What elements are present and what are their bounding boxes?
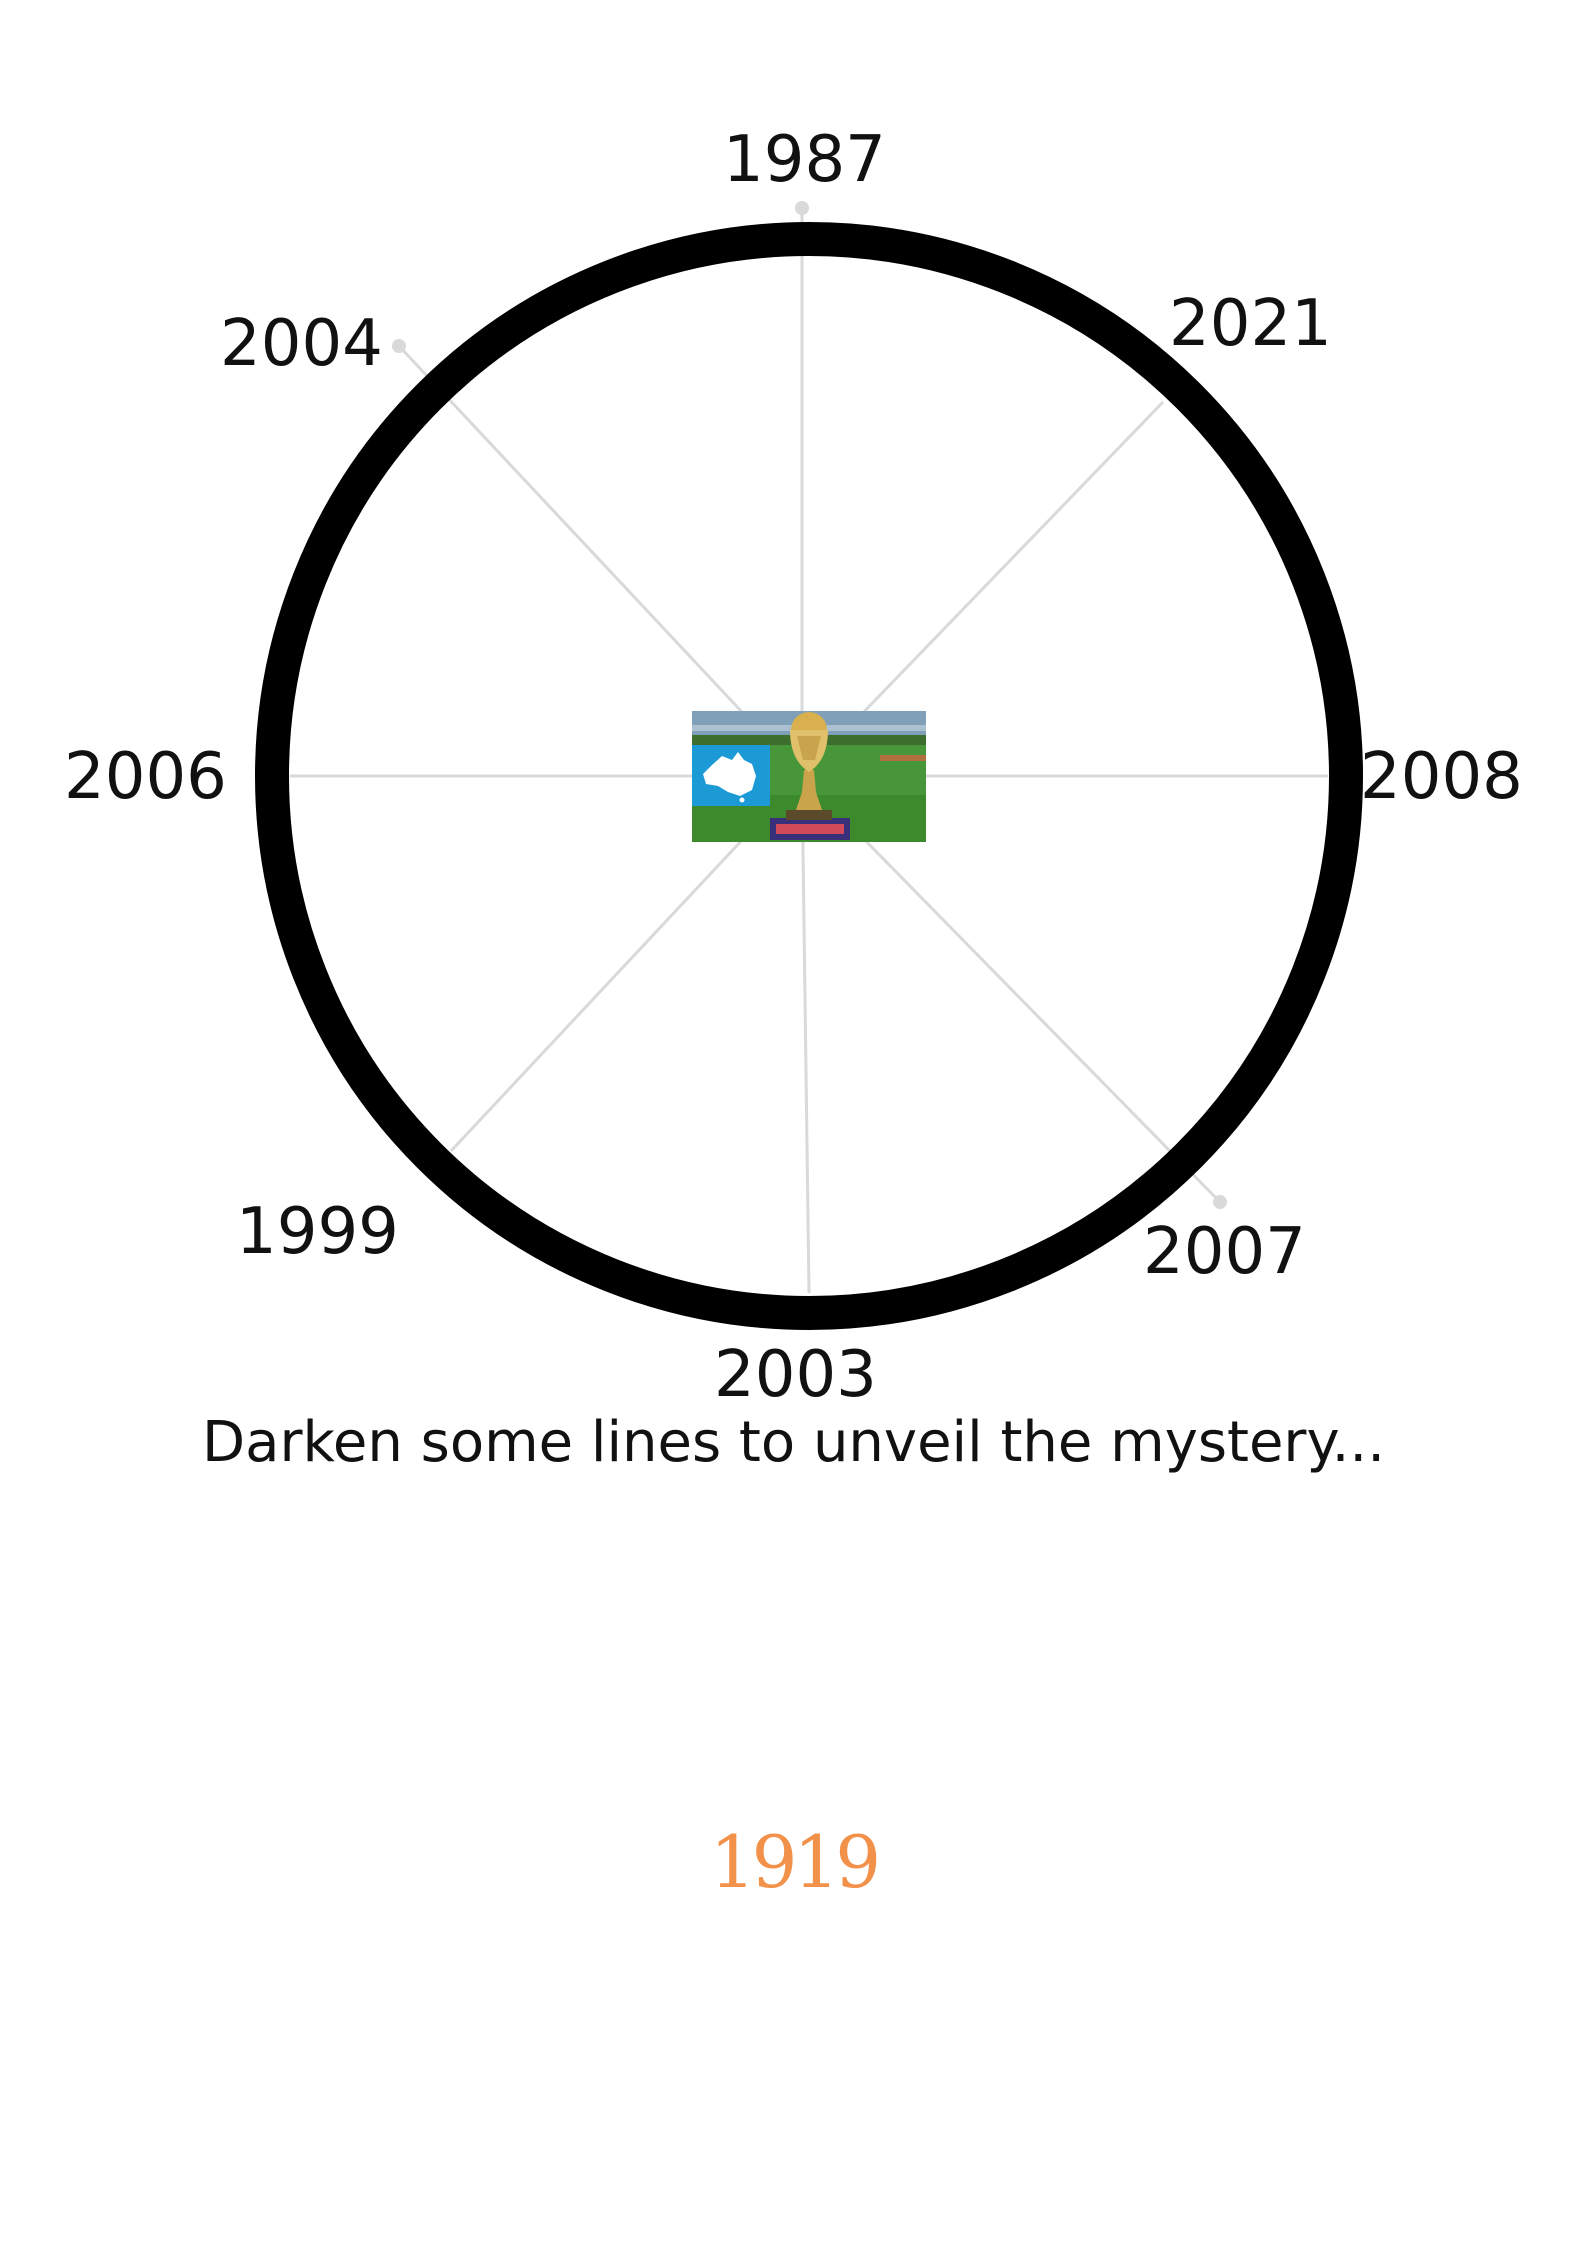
endpoint-dot-top-left [392,339,406,353]
instruction-caption: Darken some lines to unveil the mystery.… [202,1410,1385,1475]
year-label-left: 2006 [64,740,227,814]
year-label-right: 2008 [1360,740,1523,814]
australia-flag-icon [692,745,770,806]
spoke-bottom [800,775,811,1294]
year-label-bottom-right: 2007 [1143,1215,1306,1289]
world-cup-trophy-icon [770,712,850,840]
year-label-top-left: 2004 [220,307,383,381]
center-image [692,711,926,842]
endpoint-dot-bottom-right [1213,1195,1227,1209]
spoke-top-left [397,344,804,778]
spoke-bottom-right [800,774,1222,1204]
endpoint-dot-top [795,201,809,215]
outer-ring [255,222,1363,1330]
year-label-top: 1987 [723,123,886,197]
year-label-bottom-left: 1999 [236,1195,399,1269]
answer-text: 1919 [709,1820,881,1904]
year-label-top-right: 2021 [1169,287,1332,361]
year-label-bottom: 2003 [714,1338,877,1412]
